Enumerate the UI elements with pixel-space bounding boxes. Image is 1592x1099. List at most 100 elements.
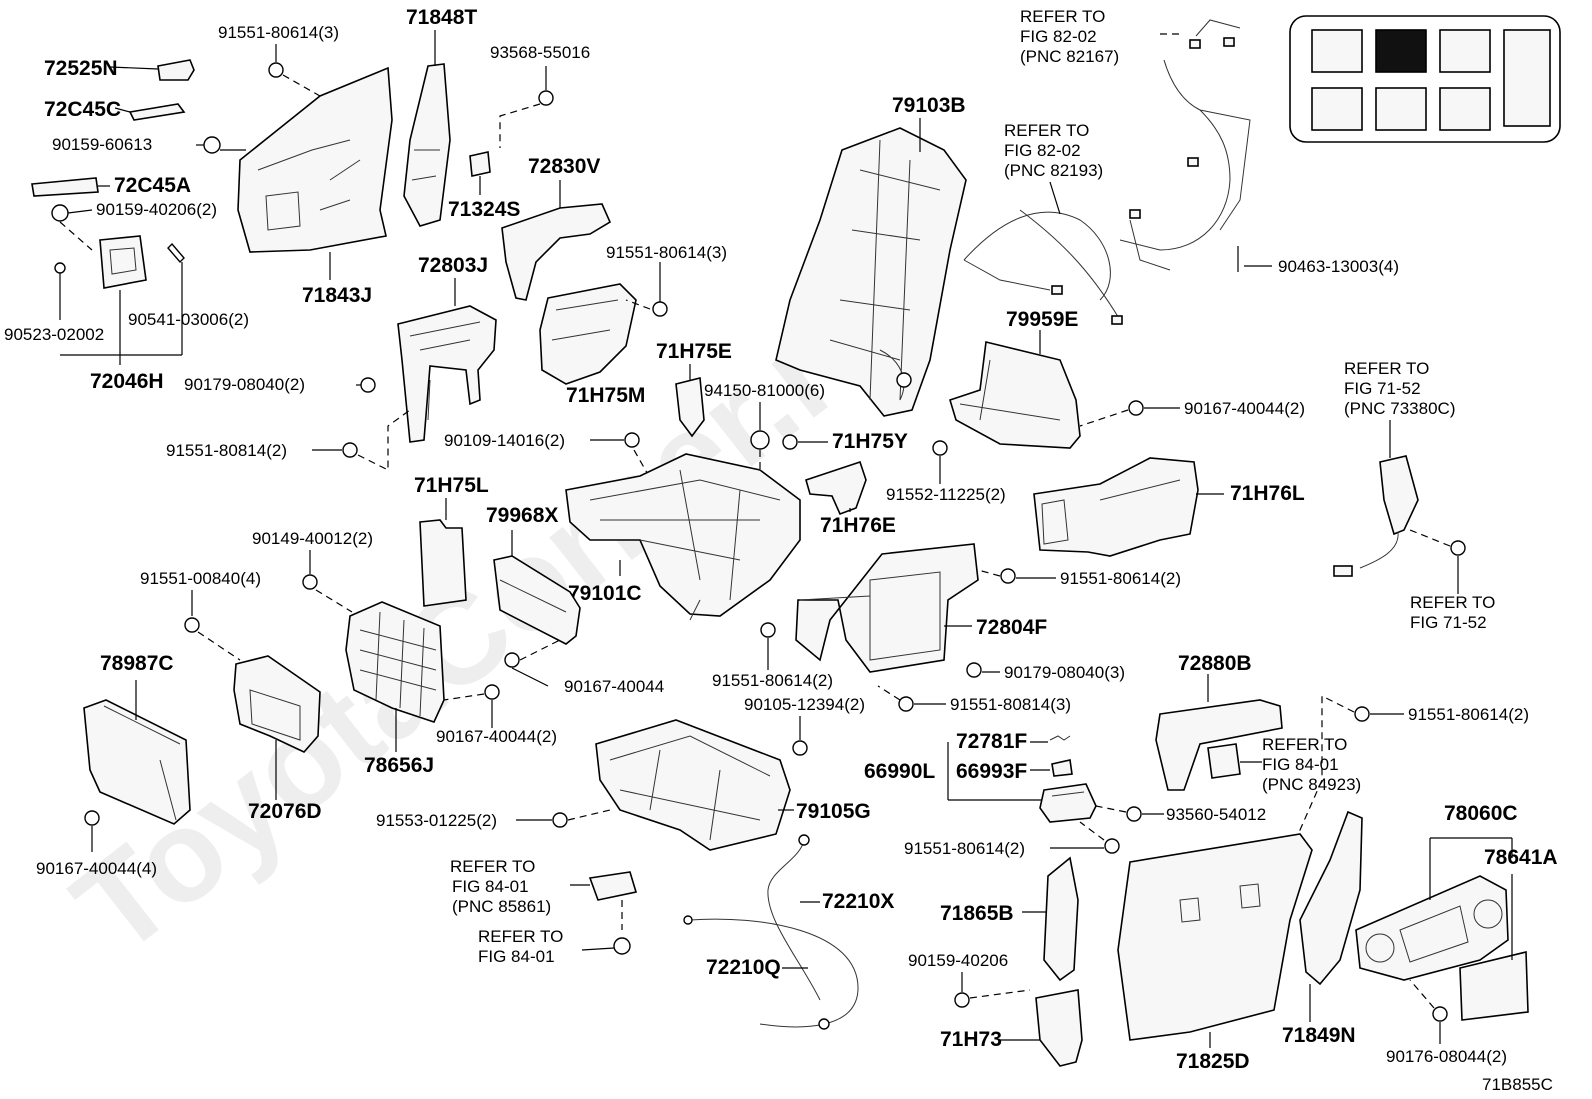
part-label: 94150-81000(6) (704, 381, 825, 400)
ref-text: FIG 82-02 (1020, 27, 1097, 46)
part-label: 91551-80614(2) (712, 671, 833, 690)
cup-tray (1355, 837, 1529, 1044)
part-label: 91551-80614(2) (1060, 569, 1181, 588)
part-label: 90179-08040(3) (1004, 663, 1125, 682)
back-panel (1033, 457, 1224, 557)
small-hinge (805, 460, 867, 516)
part-label: 79959E (1006, 308, 1078, 331)
part-label: 90159-40206(2) (96, 200, 217, 219)
side-strip (1299, 810, 1363, 1022)
cushion-pad (501, 180, 612, 301)
part-label: 90159-60613 (52, 135, 152, 154)
part-label: 90159-40206 (908, 951, 1008, 970)
side-box (83, 680, 191, 825)
part-label: 78060C (1444, 802, 1518, 825)
ref-text: REFER TO (1410, 593, 1495, 612)
switch-assembly (947, 735, 1164, 823)
ref-text: (PNC 82167) (1020, 47, 1119, 66)
seatback-frame (775, 118, 967, 417)
ref-text: FIG 84-01 (1262, 755, 1339, 774)
seatbelt-buckle (1333, 420, 1466, 594)
ref-text: REFER TO (1004, 121, 1089, 140)
hinge-bracket (397, 278, 497, 443)
part-label: 72880B (1178, 652, 1252, 675)
part-label: 72046H (90, 370, 164, 393)
part-label: 91551-80614(3) (606, 243, 727, 262)
part-label: 72830V (528, 155, 600, 178)
part-label: 79105G (796, 800, 871, 823)
part-label: 78987C (100, 652, 174, 675)
cable-group (683, 834, 859, 1030)
back-cover (539, 262, 668, 385)
part-label: 91551-80814(3) (950, 695, 1071, 714)
part-label: 91551-80614(3) (218, 23, 339, 42)
ref-text: REFER TO (1344, 359, 1429, 378)
part-label: 71865B (940, 902, 1014, 925)
seatback-board (1117, 833, 1313, 1048)
part-label: 72210X (822, 890, 894, 913)
part-label: 90176-08044(2) (1386, 1047, 1507, 1066)
storage-box (345, 601, 445, 752)
seat-location-key (1289, 15, 1561, 143)
part-label: 71H75M (566, 384, 645, 407)
part-label: 91551-80614(2) (1408, 705, 1529, 724)
part-label: 90167-40044(2) (436, 727, 557, 746)
part-label: 79101C (568, 582, 642, 605)
part-label: 90463-13003(4) (1278, 257, 1399, 276)
part-label: 78641A (1484, 846, 1558, 869)
ref-text: FIG 84-01 (478, 947, 555, 966)
part-label: 71H73 (940, 1028, 1002, 1051)
figure-code: 71B855C (1482, 1075, 1553, 1094)
lower-cover (949, 330, 1081, 449)
cover-module (493, 530, 581, 645)
sensor-part (570, 871, 638, 955)
trim-clip-group (31, 59, 221, 365)
part-label: 72803J (418, 254, 488, 277)
side-trim (954, 856, 1083, 1067)
part-label: 78656J (364, 754, 434, 777)
part-label: 72C45C (44, 98, 121, 121)
switch (1207, 743, 1262, 779)
part-label: 93568-55016 (490, 43, 590, 62)
side-panel (237, 62, 393, 280)
part-label: 71H75L (414, 474, 489, 497)
part-label: 72076D (248, 800, 322, 823)
part-label: 79103B (892, 94, 966, 117)
storage-frame (233, 655, 321, 800)
ref-text: REFER TO (1262, 735, 1347, 754)
small-bracket (675, 364, 705, 438)
part-label: 72210Q (706, 956, 781, 979)
part-label: 90167-40044(2) (1184, 399, 1305, 418)
part-label: 71843J (302, 284, 372, 307)
part-label: 71848T (406, 6, 477, 29)
armrest (1155, 674, 1283, 791)
part-label: 93560-54012 (1166, 805, 1266, 824)
ref-text: (PNC 82193) (1004, 161, 1103, 180)
part-label: 90541-03006(2) (128, 310, 249, 329)
ref-text: FIG 71-52 (1410, 613, 1487, 632)
part-label: 90167-40044 (564, 677, 664, 696)
part-label: 71825D (1176, 1050, 1250, 1073)
clip-group (469, 66, 554, 195)
part-label: 71H76L (1230, 482, 1305, 505)
part-label: 66990L (864, 760, 935, 783)
part-label: 90179-08040(2) (184, 375, 305, 394)
part-label: 90105-12394(2) (744, 695, 865, 714)
part-label: 90523-02002 (4, 325, 104, 344)
trim-strip (403, 30, 451, 227)
part-label: 91553-01225(2) (376, 811, 497, 830)
part-label: 91551-00840(4) (140, 569, 261, 588)
ref-text: FIG 82-02 (1004, 141, 1081, 160)
part-label: 90109-14016(2) (444, 431, 565, 450)
part-label: 72525N (44, 57, 118, 80)
part-label: 71324S (448, 198, 520, 221)
part-label: 90167-40044(4) (36, 859, 157, 878)
wire-harness (963, 19, 1272, 325)
trim-panel (419, 498, 467, 607)
ref-text: FIG 84-01 (452, 877, 529, 896)
part-label: 72804F (976, 616, 1047, 639)
seat-frame (565, 453, 801, 621)
slide-base (595, 719, 794, 851)
ref-text: REFER TO (478, 927, 563, 946)
